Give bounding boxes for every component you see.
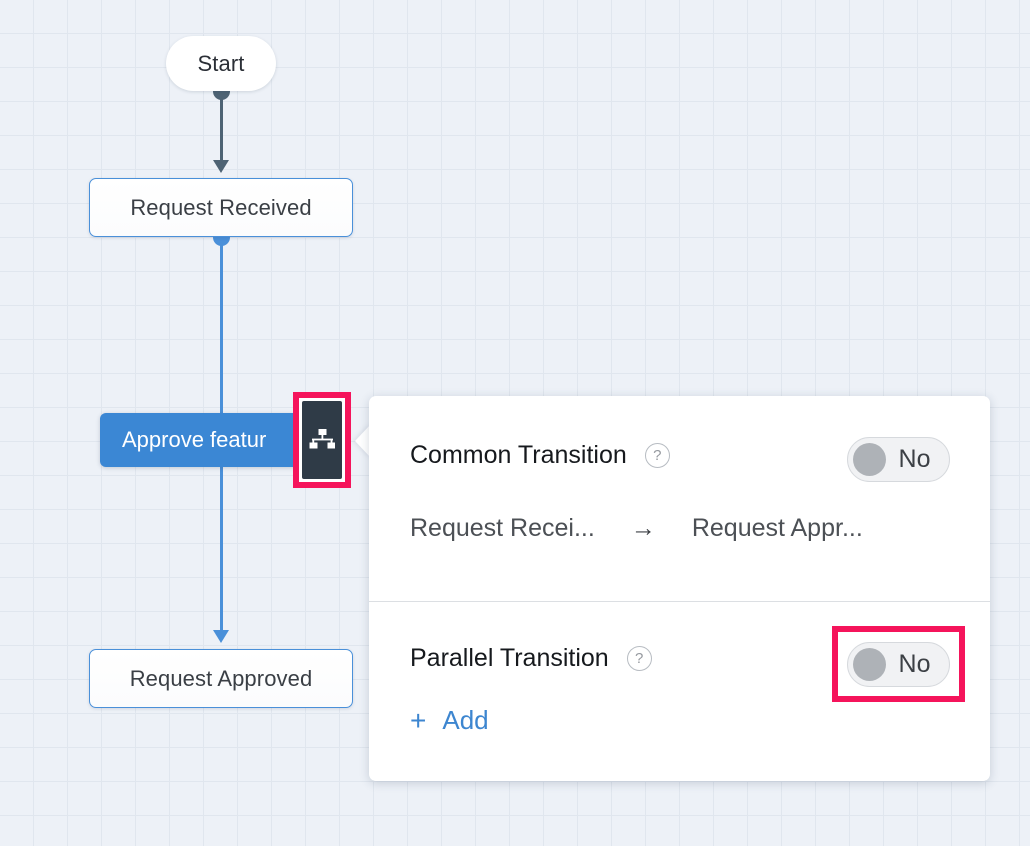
node-request-received[interactable]: Request Received — [89, 178, 353, 237]
common-transition-to: Request Appr... — [691, 514, 863, 542]
common-transition-header: Common Transition ? — [410, 441, 670, 470]
parallel-transition-header: Parallel Transition ? — [410, 644, 652, 673]
connector-received-arrow — [213, 630, 229, 643]
transition-settings-panel: Common Transition ? No Request Recei... … — [369, 396, 990, 781]
parallel-transition-section: Parallel Transition ? No + Add — [369, 601, 990, 781]
common-transition-pair[interactable]: Request Recei... → Request Appr... — [410, 514, 863, 543]
common-transition-toggle-label: No — [898, 445, 931, 473]
sitemap-icon-button[interactable] — [302, 401, 342, 479]
node-approve-feature-label: Approve featur — [122, 427, 267, 452]
connector-start-line — [220, 91, 223, 169]
common-transition-toggle-knob — [853, 443, 886, 476]
node-request-received-label: Request Received — [130, 194, 312, 220]
plus-icon: + — [410, 704, 427, 736]
node-request-approved-label: Request Approved — [129, 665, 313, 691]
question-circle-icon[interactable]: ? — [644, 443, 670, 468]
parallel-transition-toggle[interactable]: No — [847, 642, 950, 687]
node-request-approved[interactable]: Request Approved — [89, 649, 353, 708]
add-parallel-transition-label: Add — [442, 705, 489, 735]
panel-pointer-notch — [355, 424, 371, 458]
arrow-right-icon: → — [630, 514, 656, 542]
node-start-label: Start — [197, 50, 245, 76]
parallel-transition-toggle-knob — [853, 648, 886, 681]
connector-start-arrow — [213, 160, 229, 173]
parallel-transition-toggle-label: No — [898, 650, 931, 678]
sitemap-icon — [309, 429, 335, 449]
common-transition-title: Common Transition — [410, 441, 627, 469]
question-circle-icon[interactable]: ? — [626, 646, 652, 671]
common-transition-from: Request Recei... — [410, 514, 595, 542]
common-transition-toggle[interactable]: No — [847, 437, 950, 482]
parallel-transition-title: Parallel Transition — [410, 644, 609, 672]
node-start[interactable]: Start — [166, 36, 276, 91]
common-transition-section: Common Transition ? No Request Recei... … — [369, 396, 990, 601]
add-parallel-transition-button[interactable]: + Add — [410, 705, 489, 736]
